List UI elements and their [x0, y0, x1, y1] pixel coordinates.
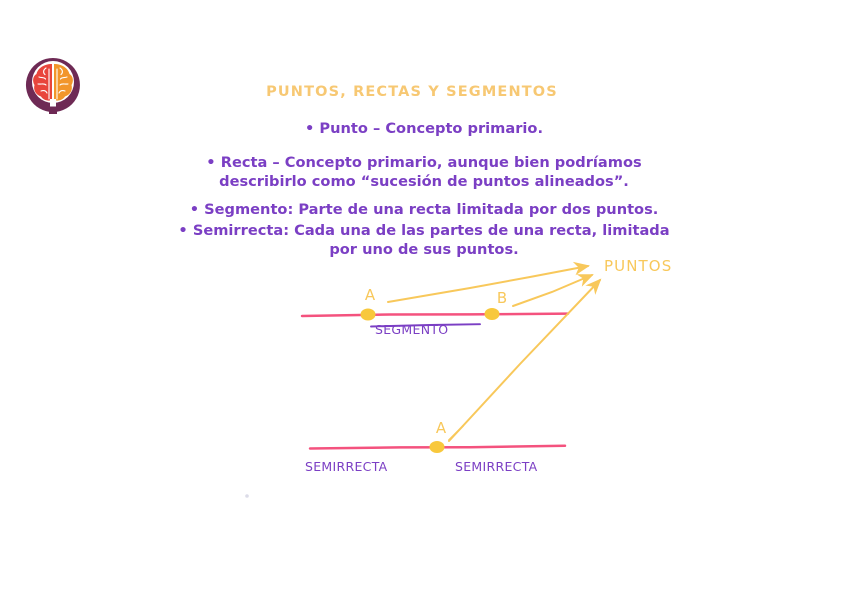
ray-right-caption: SEMIRRECTA: [455, 459, 538, 474]
bullet-segmento: • Segmento: Parte de una recta limitada …: [0, 200, 848, 219]
bullet-semirrecta: • Semirrecta: Cada una de las partes de …: [0, 221, 848, 259]
brain-logo: [25, 58, 80, 114]
point-a-marker: [360, 308, 376, 321]
arrow-to-point-a: [387, 261, 590, 303]
bullet-segmento-line-1: • Segmento: Parte de una recta limitada …: [189, 201, 659, 218]
logo-stem: [50, 99, 56, 107]
ray-line: [308, 444, 567, 450]
stray-dot: [245, 494, 249, 498]
ray-figure: A SEMIRRECTA SEMIRRECTA: [305, 419, 567, 474]
point-b-label: B: [497, 289, 507, 307]
point-b-marker: [484, 308, 500, 320]
ray-point-label: A: [436, 419, 447, 437]
bullet-recta: • Recta – Concepto primario, aunque bien…: [0, 153, 848, 191]
ray-point-marker: [429, 441, 445, 453]
puntos-annotation: PUNTOS: [387, 257, 672, 442]
bullet-punto-line-1: • Punto – Concepto primario.: [304, 120, 544, 137]
segment-underline: [370, 323, 481, 328]
arrow-to-ray-point: [448, 278, 602, 442]
page-title: PUNTOS, RECTAS Y SEGMENTOS: [266, 84, 558, 100]
puntos-label: PUNTOS: [604, 257, 672, 275]
segment-line: [300, 312, 570, 318]
segment-caption: SEGMENTO: [375, 322, 448, 337]
point-a-label: A: [365, 286, 376, 304]
bullet-semirrecta-line-2: por uno de sus puntos.: [329, 241, 519, 258]
ray-left-caption: SEMIRRECTA: [305, 459, 388, 474]
arrow-tail-tick: [448, 425, 464, 441]
arrow-to-point-b: [512, 274, 594, 307]
bullet-semirrecta-line-1: • Semirrecta: Cada una de las partes de …: [178, 222, 670, 239]
bullet-punto: • Punto – Concepto primario.: [0, 119, 848, 138]
bullet-recta-line-2: describirlo como “sucesión de puntos ali…: [219, 173, 629, 190]
logo-left-hemisphere: [33, 64, 52, 101]
logo-right-hemisphere: [54, 64, 73, 101]
bullet-recta-line-1: • Recta – Concepto primario, aunque bien…: [206, 154, 642, 171]
segment-figure: A B SEGMENTO: [300, 286, 570, 337]
